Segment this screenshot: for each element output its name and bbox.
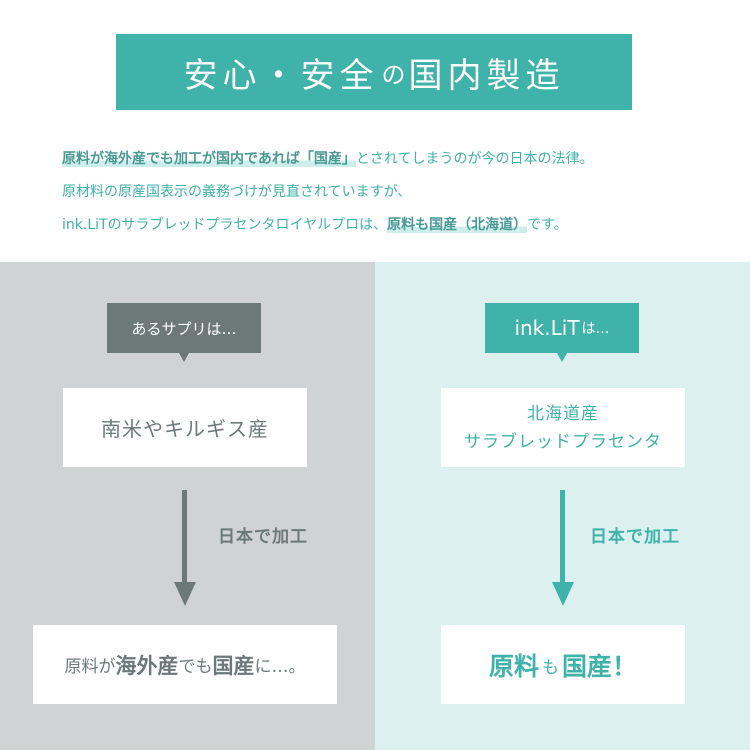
brand-name: ink.LiT	[514, 316, 580, 340]
process-label-inklit: 日本で加工	[590, 527, 680, 547]
intro-line-1-rest: とされてしまうのが今の日本の法律。	[355, 151, 594, 167]
bubble-suffix: は…	[581, 321, 610, 337]
intro-highlight-1: 原料が海外産でも加工が国内であれば「国産」	[62, 151, 356, 167]
arrow-down-icon	[173, 582, 196, 606]
title-part1: 安心・安全	[183, 55, 379, 96]
process-label-other: 日本で加工	[218, 527, 308, 547]
title-connector: の	[381, 60, 406, 89]
result-inklit-p3: 国産！	[562, 651, 638, 681]
result-inklit-p1: 原料	[488, 651, 539, 681]
intro-line-3-start: ink.LiTのサラブレッドプラセンタロイヤルプロは、	[62, 217, 388, 233]
intro-line-2: 原材料の原産国表示の義務づけが見直されていますが、	[62, 184, 412, 200]
result-other-p1: 原料が	[64, 657, 116, 677]
result-other-p5: に…。	[254, 657, 306, 677]
speech-bubble-other: あるサプリは…	[107, 303, 261, 362]
result-inklit-p2: も	[542, 658, 559, 678]
origin-inklit-line1: 北海道産	[527, 403, 599, 424]
origin-box-inklit: 北海道産 サラブレッドプラセンタ	[441, 388, 685, 467]
arrow-shaft-inklit	[560, 490, 565, 584]
title-banner: 安心・安全 の 国内製造	[116, 34, 632, 110]
intro-line-3: ink.LiTのサラブレッドプラセンタロイヤルプロは、原料も国産（北海道）です。	[62, 209, 742, 242]
arrow-down-icon	[551, 582, 574, 606]
origin-inklit-line2: サラブレッドプラセンタ	[464, 431, 662, 452]
comparison-panel-other: あるサプリは… 南米やキルギス産 日本で加工 原料が海外産でも国産に…。	[0, 262, 375, 750]
result-other-p3: でも	[178, 657, 213, 677]
intro-highlight-2: 原料も国産（北海道）	[387, 217, 528, 233]
result-other-p4: 国産	[212, 653, 255, 678]
intro-text: 原料が海外産でも加工が国内であれば「国産」とされてしまうのが今の日本の法律。 原…	[62, 143, 742, 242]
title-part2: 国内製造	[408, 55, 565, 96]
intro-line-1: 原料が海外産でも加工が国内であれば「国産」とされてしまうのが今の日本の法律。	[62, 143, 742, 176]
result-box-inklit: 原料も国産！	[441, 625, 685, 704]
result-other-p2: 海外産	[115, 653, 179, 678]
result-box-other: 原料が海外産でも国産に…。	[33, 625, 337, 704]
origin-box-other: 南米やキルギス産	[63, 388, 307, 467]
arrow-shaft-other	[182, 490, 187, 584]
intro-line-3-end: です。	[527, 217, 568, 233]
